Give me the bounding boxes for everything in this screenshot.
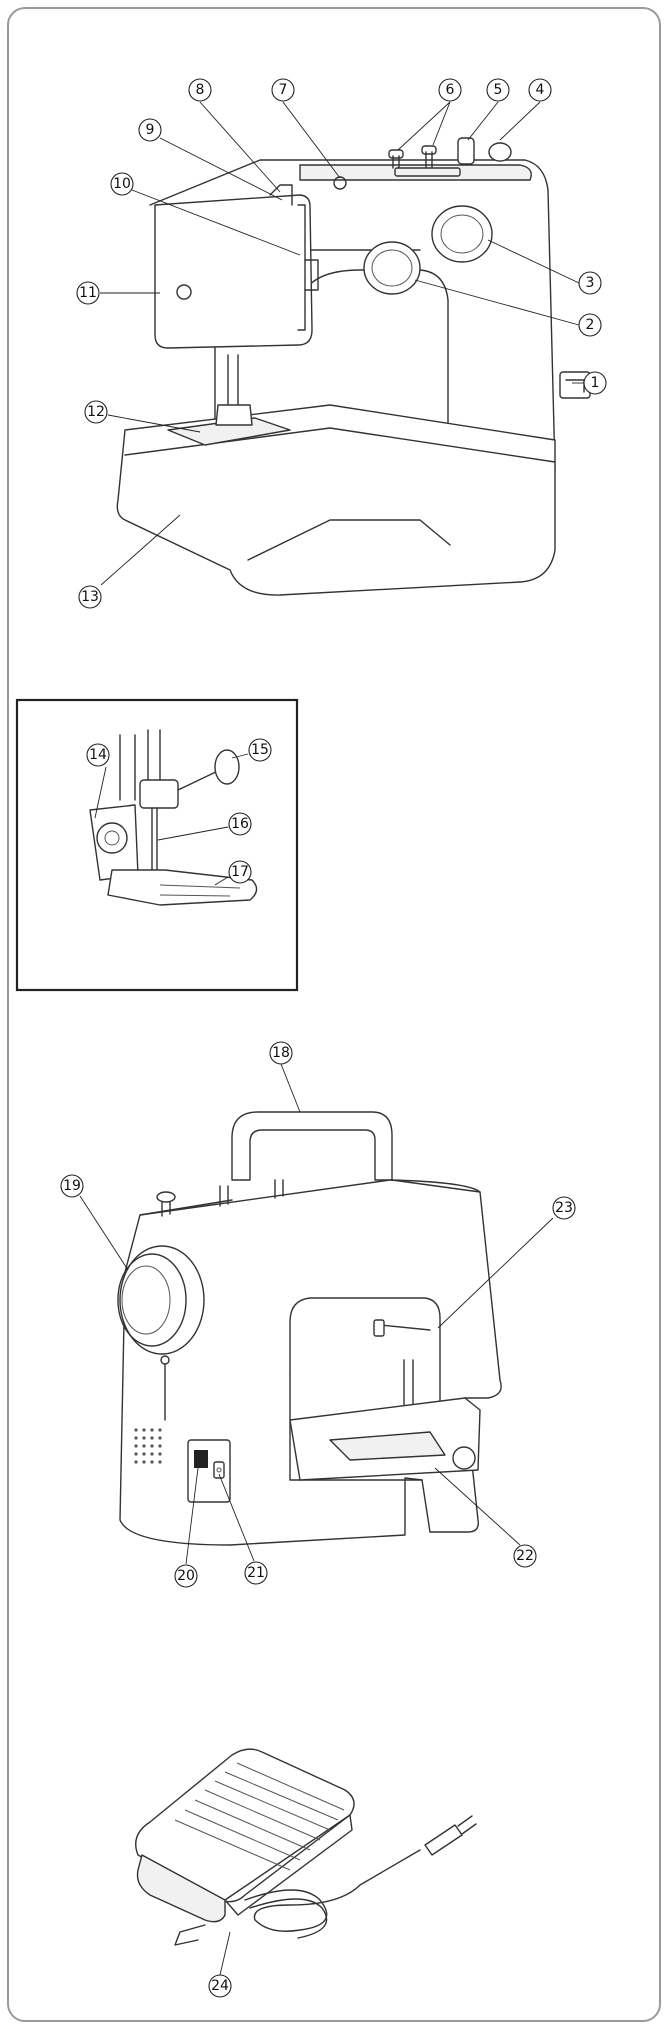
svg-text:10: 10 <box>113 176 131 192</box>
svg-text:13: 13 <box>81 589 99 605</box>
callout-10: 10 <box>110 172 134 196</box>
svg-text:12: 12 <box>87 404 105 420</box>
svg-text:9: 9 <box>146 122 155 138</box>
svg-text:20: 20 <box>177 1568 195 1584</box>
callout-19: 19 <box>60 1174 84 1198</box>
svg-text:18: 18 <box>272 1045 290 1061</box>
callout-9: 9 <box>138 118 162 142</box>
svg-text:11: 11 <box>79 285 97 301</box>
machine-front-view <box>116 137 591 596</box>
svg-text:2: 2 <box>586 317 595 333</box>
svg-text:24: 24 <box>211 1978 229 1994</box>
callout-11: 11 <box>76 281 100 305</box>
callout-21: 21 <box>244 1561 268 1585</box>
svg-text:5: 5 <box>494 82 503 98</box>
callout-4: 4 <box>528 78 552 102</box>
svg-text:17: 17 <box>231 864 249 880</box>
svg-text:21: 21 <box>247 1565 265 1581</box>
svg-text:14: 14 <box>89 747 107 763</box>
svg-text:6: 6 <box>446 82 455 98</box>
callout-24: 24 <box>208 1974 232 1998</box>
callout-3: 3 <box>578 271 602 295</box>
callout-12: 12 <box>84 400 108 424</box>
callout-6: 6 <box>438 78 462 102</box>
front-leader-lines <box>100 101 585 586</box>
callout-23: 23 <box>552 1196 576 1220</box>
svg-text:23: 23 <box>555 1200 573 1216</box>
vent-grid <box>134 1428 162 1464</box>
callout-17: 17 <box>228 860 252 884</box>
svg-text:7: 7 <box>279 82 288 98</box>
svg-text:1: 1 <box>591 375 600 391</box>
svg-text:16: 16 <box>231 816 249 832</box>
callout-2: 2 <box>578 313 602 337</box>
callout-18: 18 <box>269 1041 293 1065</box>
callout-5: 5 <box>486 78 510 102</box>
callout-7: 7 <box>271 78 295 102</box>
callout-1: 1 <box>583 371 607 395</box>
svg-text:3: 3 <box>586 275 595 291</box>
callout-15: 15 <box>248 738 272 762</box>
svg-text:15: 15 <box>251 742 269 758</box>
machine-rear-view <box>117 1111 502 1546</box>
svg-text:22: 22 <box>516 1548 534 1564</box>
foot-controller <box>135 1748 477 1976</box>
callout-13: 13 <box>78 585 102 609</box>
rear-leader-lines <box>79 1063 554 1565</box>
callout-22: 22 <box>513 1544 537 1568</box>
svg-text:4: 4 <box>536 82 545 98</box>
callout-16: 16 <box>228 812 252 836</box>
callout-20: 20 <box>174 1564 198 1588</box>
callout-8: 8 <box>188 78 212 102</box>
presser-foot-detail <box>89 729 258 906</box>
svg-text:8: 8 <box>196 82 205 98</box>
detail-leader-lines <box>94 753 249 886</box>
callout-14: 14 <box>86 743 110 767</box>
svg-text:19: 19 <box>63 1178 81 1194</box>
